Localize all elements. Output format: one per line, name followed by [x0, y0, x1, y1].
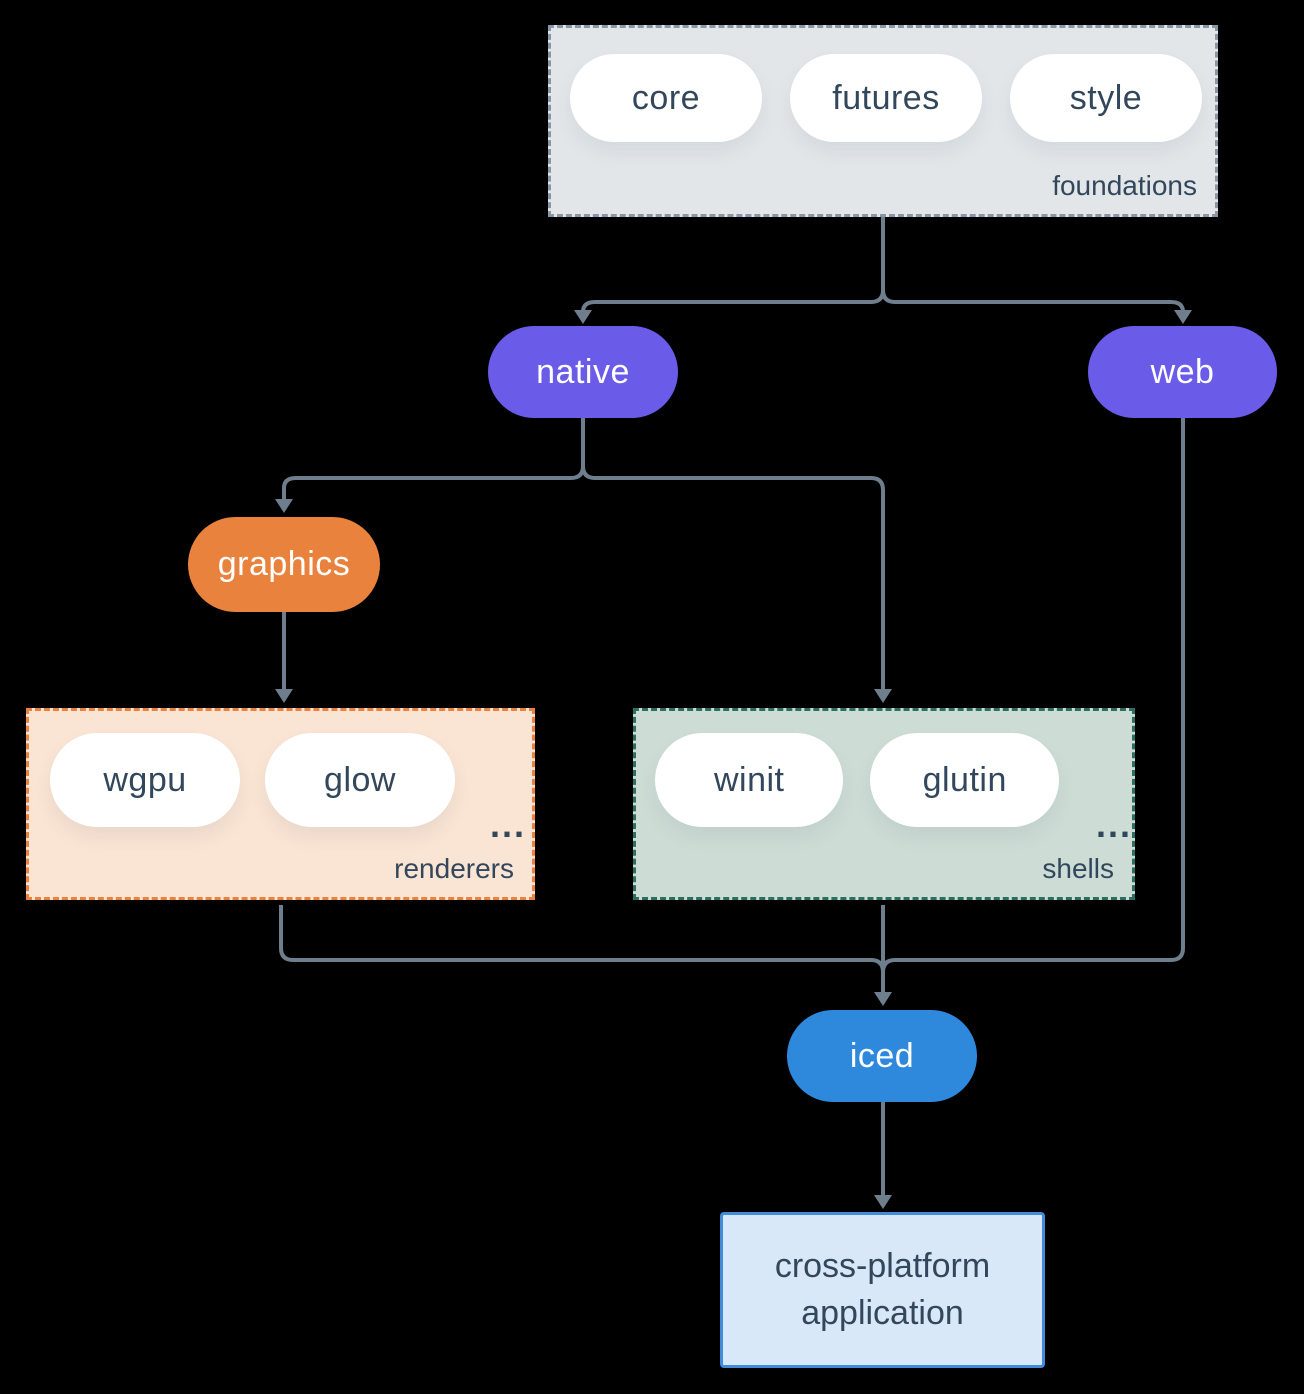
node-glow: glow — [265, 733, 455, 827]
group-foundations: core futures style foundations — [548, 25, 1218, 217]
arrowhead-application — [874, 1195, 892, 1209]
node-core: core — [570, 54, 762, 142]
edge-foundations-native — [581, 217, 885, 314]
edge-renderers-iced — [279, 905, 885, 973]
group-shells-label: shells — [1042, 853, 1114, 884]
edge-native-shells — [581, 465, 885, 690]
node-winit: winit — [655, 733, 844, 827]
edge-native-graphics — [282, 418, 585, 500]
node-wgpu: wgpu — [50, 733, 240, 827]
arrowhead-iced — [874, 992, 892, 1006]
group-shells: winit glutin ... shells — [633, 708, 1135, 900]
node-iced: iced — [787, 1010, 977, 1102]
group-foundations-label: foundations — [1052, 170, 1197, 201]
arrowhead-graphics — [275, 499, 293, 513]
node-native: native — [488, 326, 678, 418]
renderers-ellipsis: ... — [490, 804, 527, 845]
node-futures: futures — [790, 54, 982, 142]
arrowhead-native — [574, 310, 592, 324]
arrowhead-shells — [874, 689, 892, 703]
node-web: web — [1088, 326, 1277, 418]
edge-foundations-web — [881, 289, 1185, 314]
arrowhead-web — [1174, 310, 1192, 324]
node-graphics: graphics — [188, 517, 380, 612]
shells-ellipsis: ... — [1095, 804, 1132, 845]
group-renderers-label: renderers — [394, 853, 514, 884]
arrowhead-renderers — [275, 689, 293, 703]
node-glutin: glutin — [870, 733, 1059, 827]
node-style: style — [1010, 54, 1202, 142]
group-renderers: wgpu glow ... renderers — [26, 708, 535, 900]
node-application: cross-platform application — [720, 1212, 1045, 1368]
